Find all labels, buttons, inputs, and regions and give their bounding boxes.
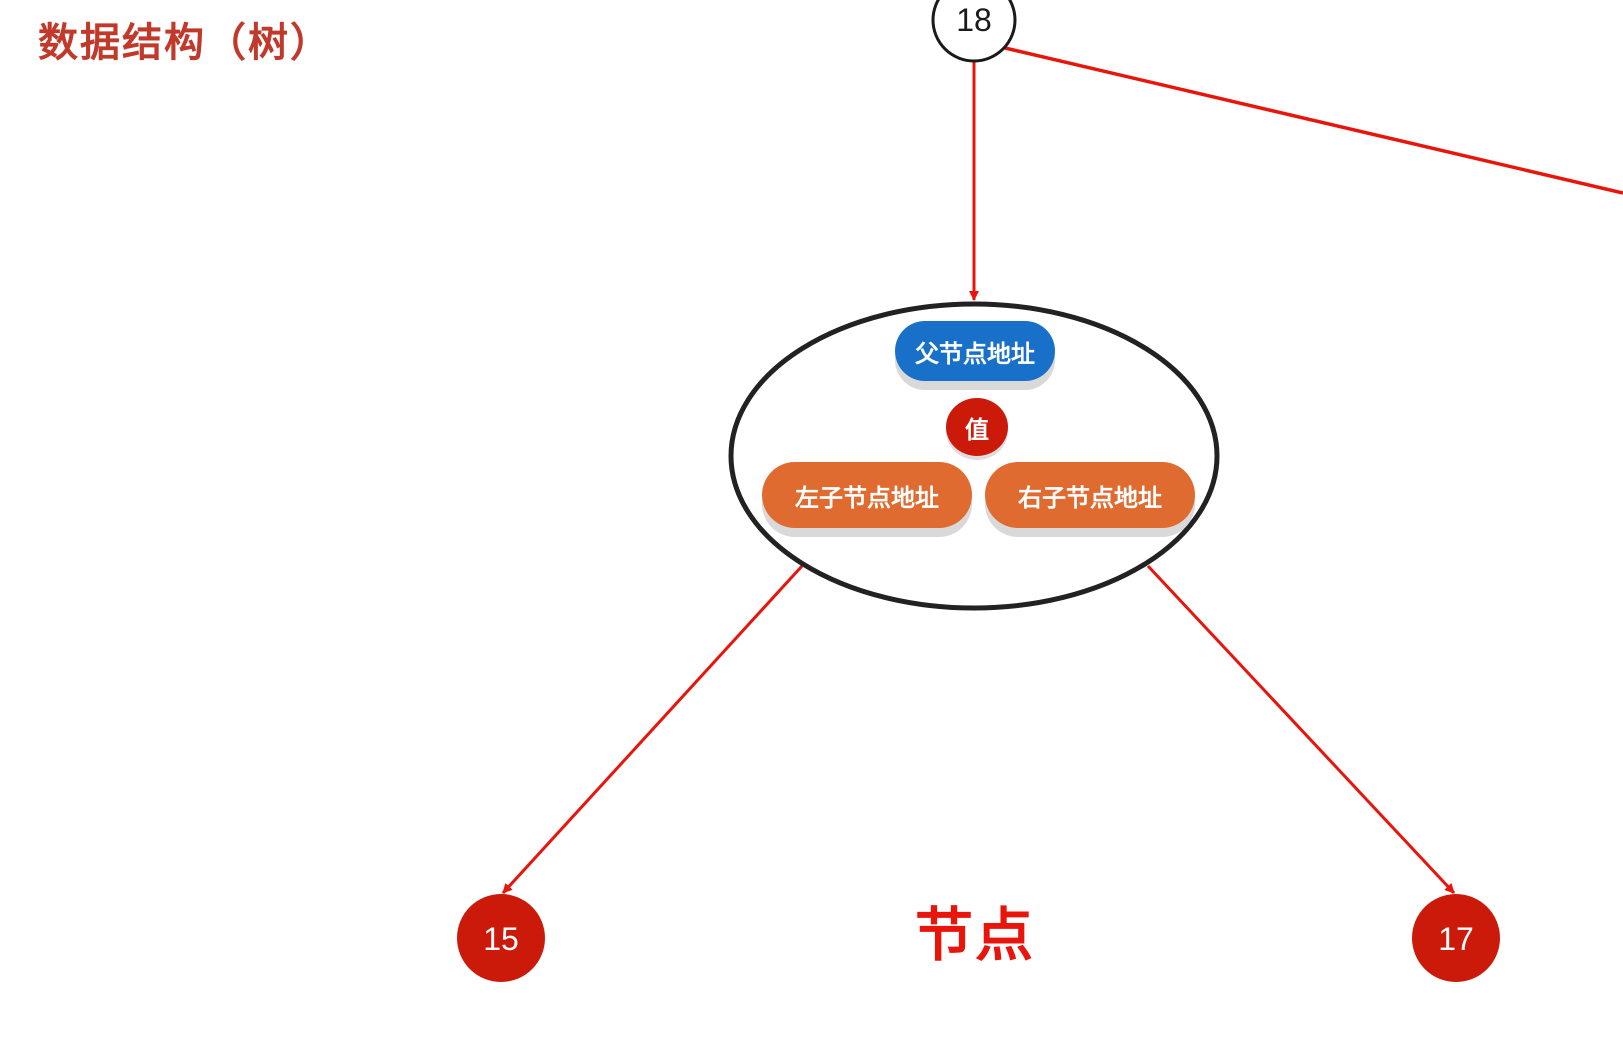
edge-node-to-left-child <box>501 564 804 895</box>
edge-root-to-right-offscreen <box>1004 46 1623 195</box>
root-node-value: 18 <box>956 2 992 38</box>
edge-node-to-right-child <box>1146 564 1456 895</box>
left-child-node: 15 <box>457 894 545 982</box>
value-field: 值 <box>946 398 1008 456</box>
right-child-address-field: 右子节点地址 <box>985 462 1195 528</box>
left-child-address-field: 左子节点地址 <box>762 462 972 528</box>
right-child-value: 17 <box>1438 921 1474 957</box>
page-title: 数据结构（树） <box>38 20 332 66</box>
left-child-value: 15 <box>483 921 519 957</box>
node-caption: 节点 <box>914 901 1035 969</box>
right-child-node: 17 <box>1412 894 1500 982</box>
root-node: 18 <box>931 0 1017 63</box>
parent-address-field: 父节点地址 <box>895 321 1055 381</box>
node-structure-outline <box>728 301 1220 611</box>
